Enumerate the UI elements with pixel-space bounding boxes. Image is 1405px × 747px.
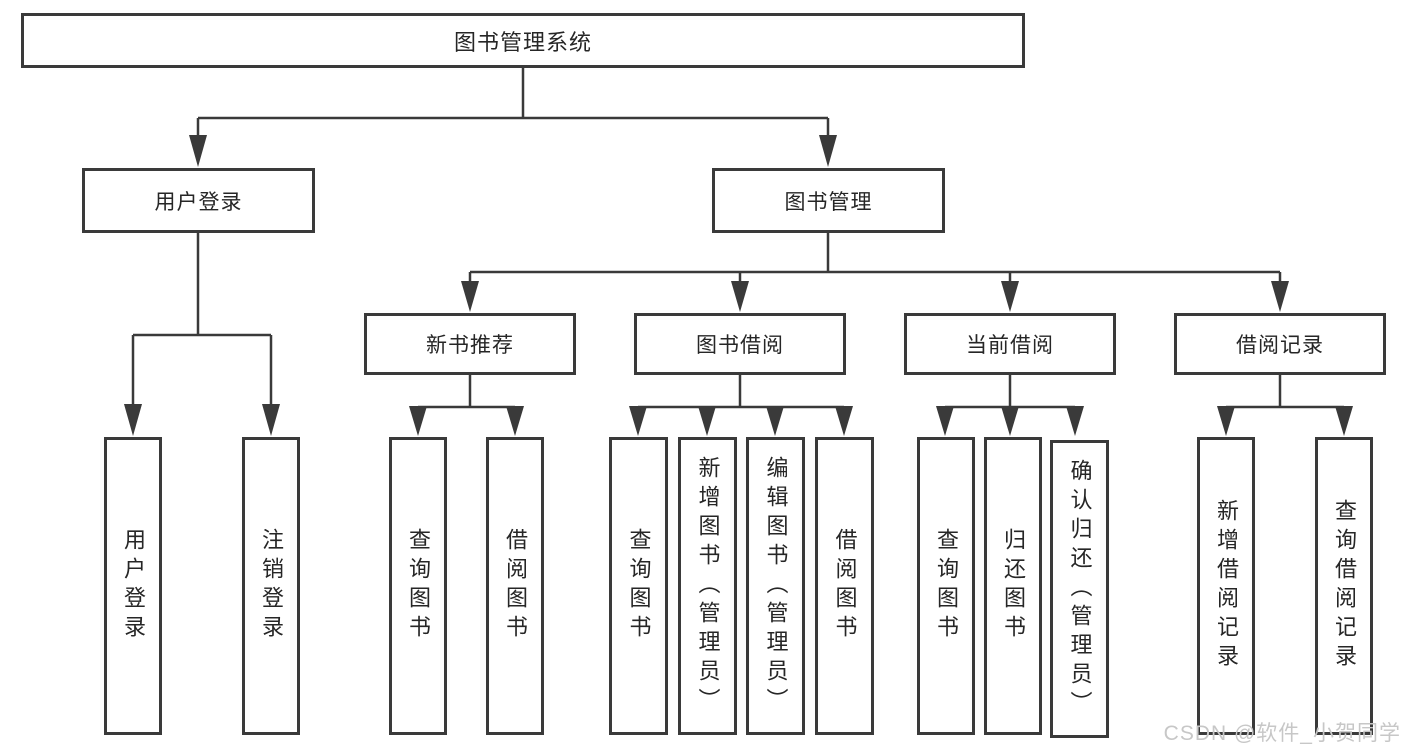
node-new-book-recommend: 新书推荐 xyxy=(364,313,576,375)
watermark: CSDN @软件_小贺同学 xyxy=(1163,722,1401,745)
node-borrowing-records: 借阅记录 xyxy=(1174,313,1386,375)
node-label: 新增图书（管理员） xyxy=(695,455,721,717)
leaf-add-borrow-record: 新增借阅记录 xyxy=(1197,437,1255,735)
leaf-query-books-current: 查询图书 xyxy=(917,437,975,735)
node-label: 新增借阅记录 xyxy=(1214,499,1239,673)
leaf-logout: 注销登录 xyxy=(242,437,300,735)
node-label: 图书借阅 xyxy=(696,334,784,357)
node-label: 查询图书 xyxy=(934,528,959,644)
node-label: 图书管理 xyxy=(784,190,873,214)
node-label: 用户登录 xyxy=(154,190,243,214)
node-user-login: 用户登录 xyxy=(82,168,315,233)
node-label: 借阅图书 xyxy=(503,528,528,644)
leaf-query-books-recommend: 查询图书 xyxy=(389,437,447,735)
node-label: 查询借阅记录 xyxy=(1332,499,1357,673)
node-label: 用户登录 xyxy=(121,528,146,644)
node-label: 确认归还（管理员） xyxy=(1067,458,1093,720)
leaf-add-books-admin: 新增图书（管理员） xyxy=(678,437,737,735)
node-library-management-system: 图书管理系统 xyxy=(21,13,1025,68)
node-label: 编辑图书（管理员） xyxy=(763,455,789,717)
node-label: 注销登录 xyxy=(259,528,284,644)
node-label: 图书管理系统 xyxy=(453,29,592,55)
node-label: 查询图书 xyxy=(406,528,431,644)
leaf-confirm-return-admin: 确认归还（管理员） xyxy=(1050,440,1109,738)
node-book-borrowing: 图书借阅 xyxy=(634,313,846,375)
node-label: 当前借阅 xyxy=(966,334,1054,357)
node-label: 归还图书 xyxy=(1001,528,1026,644)
node-label: 查询图书 xyxy=(626,528,652,644)
leaf-borrow-books-recommend: 借阅图书 xyxy=(486,437,544,735)
leaf-user-login: 用户登录 xyxy=(104,437,162,735)
node-label: 借阅图书 xyxy=(832,528,858,644)
node-current-borrowing: 当前借阅 xyxy=(904,313,1116,375)
leaf-edit-books-admin: 编辑图书（管理员） xyxy=(746,437,805,735)
node-label: 新书推荐 xyxy=(426,334,514,357)
leaf-query-books-borrow: 查询图书 xyxy=(609,437,668,735)
node-book-management: 图书管理 xyxy=(712,168,945,233)
leaf-query-borrow-record: 查询借阅记录 xyxy=(1315,437,1373,735)
leaf-return-books: 归还图书 xyxy=(984,437,1042,735)
node-label: 借阅记录 xyxy=(1236,334,1324,357)
leaf-borrow-books: 借阅图书 xyxy=(815,437,874,735)
